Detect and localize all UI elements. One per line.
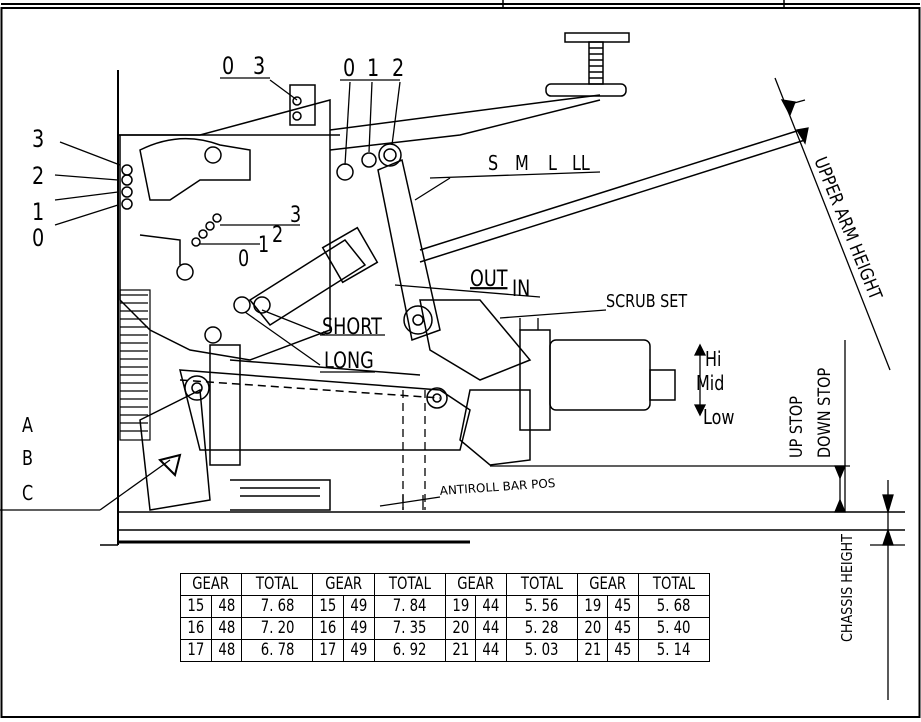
label-side-1: 1: [32, 199, 44, 227]
label-arm-ll: LL: [572, 152, 590, 175]
spur-teeth: 49: [342, 617, 375, 640]
label-holes-0: 0: [343, 55, 355, 83]
pinion-teeth: 15: [312, 595, 344, 618]
header-total: TOTAL: [505, 573, 578, 596]
spur-teeth: 45: [607, 595, 640, 618]
upper-arm: [329, 94, 806, 263]
total-ratio: 5. 56: [505, 595, 578, 618]
wheel-hub: [459, 329, 676, 466]
spur-teeth: 49: [342, 595, 375, 618]
pinion-teeth: 15: [180, 595, 212, 618]
total-ratio: 5. 03: [505, 639, 578, 662]
spur-teeth: 44: [475, 617, 507, 640]
total-ratio: 6. 92: [373, 639, 446, 662]
pinion-teeth: 19: [444, 595, 477, 618]
upright-link: [248, 158, 532, 381]
pinion-teeth: 21: [444, 639, 477, 662]
spur-teeth: 49: [342, 639, 375, 662]
label-holes-1: 1: [367, 55, 379, 83]
pinion-teeth: 20: [444, 617, 477, 640]
label-arm-s: S: [488, 152, 498, 175]
label-side-2: 2: [32, 163, 44, 191]
header-total: TOTAL: [373, 573, 446, 596]
label-arm-m: M: [515, 152, 529, 175]
spur-teeth: 48: [210, 617, 243, 640]
pinion-teeth: 16: [312, 617, 344, 640]
leader-lines: [0, 77, 601, 511]
label-mid-0: 0: [238, 246, 249, 271]
pinion-teeth: 16: [180, 617, 212, 640]
callout-labels: 0 3 0 1 2 3 2 1 0 0 1 2 3 S M L LL UPPER…: [22, 53, 887, 642]
label-down-stop: DOWN STOP: [814, 368, 834, 458]
label-top-holes-0: 0: [222, 53, 234, 81]
label-chassis-height: CHASSIS HEIGHT: [839, 534, 856, 642]
lower-arm: [139, 344, 471, 511]
label-up-stop: UP STOP: [786, 396, 806, 458]
header-total: TOTAL: [241, 573, 314, 596]
pinion-teeth: 17: [180, 639, 212, 662]
label-scrub-set: SCRUB SET: [606, 290, 687, 311]
spur-gear: [119, 289, 151, 441]
spur-teeth: 45: [607, 639, 640, 662]
spur-teeth: 48: [210, 595, 243, 618]
label-in: IN: [512, 276, 530, 301]
label-short: SHORT: [322, 314, 383, 339]
bulkhead: [119, 84, 331, 361]
total-ratio: 6. 78: [241, 639, 314, 662]
total-ratio: 7. 84: [373, 595, 446, 618]
total-ratio: 5. 40: [638, 617, 711, 640]
label-hi: Hi: [705, 348, 721, 371]
label-a: A: [22, 414, 33, 437]
total-ratio: 5. 28: [505, 617, 578, 640]
chassis-plate: [100, 70, 905, 546]
label-low: Low: [703, 406, 735, 429]
pinion-teeth: 17: [312, 639, 344, 662]
label-mid-1: 1: [258, 232, 269, 257]
label-antiroll-bar-pos: ANTIROLL BAR POS: [439, 476, 556, 498]
label-mid-3: 3: [290, 202, 301, 227]
label-top-holes-3: 3: [253, 53, 265, 81]
label-upper-arm-height: UPPER ARM HEIGHT: [810, 154, 887, 304]
label-long: LONG: [324, 348, 374, 373]
total-ratio: 7. 68: [241, 595, 314, 618]
spur-teeth: 44: [475, 639, 507, 662]
sheet-border: [0, 7, 921, 718]
total-ratio: 7. 35: [373, 617, 446, 640]
label-arm-l: L: [548, 152, 557, 175]
label-c: C: [22, 482, 33, 505]
dimension-lines: [379, 77, 905, 700]
spur-teeth: 45: [607, 617, 640, 640]
label-b: B: [22, 447, 33, 470]
total-ratio: 7. 20: [241, 617, 314, 640]
header-gear: GEAR: [179, 573, 243, 596]
spur-teeth: 44: [475, 595, 507, 618]
label-mid: Mid: [696, 372, 724, 395]
label-out: OUT: [470, 266, 508, 291]
label-side-0: 0: [32, 225, 44, 253]
total-ratio: 5. 14: [638, 639, 711, 662]
label-side-3: 3: [32, 126, 44, 154]
mount-holes: [191, 143, 402, 314]
upper-screw: [545, 32, 630, 97]
pinion-teeth: 21: [576, 639, 609, 662]
label-mid-2: 2: [272, 222, 283, 247]
label-holes-2: 2: [392, 55, 404, 83]
pinion-teeth: 19: [576, 595, 609, 618]
spur-teeth: 48: [210, 639, 243, 662]
header-gear: GEAR: [444, 573, 507, 596]
header-gear: GEAR: [312, 573, 375, 596]
header-total: TOTAL: [638, 573, 711, 596]
pinion-teeth: 20: [576, 617, 609, 640]
total-ratio: 5. 68: [638, 595, 711, 618]
header-gear: GEAR: [576, 573, 640, 596]
